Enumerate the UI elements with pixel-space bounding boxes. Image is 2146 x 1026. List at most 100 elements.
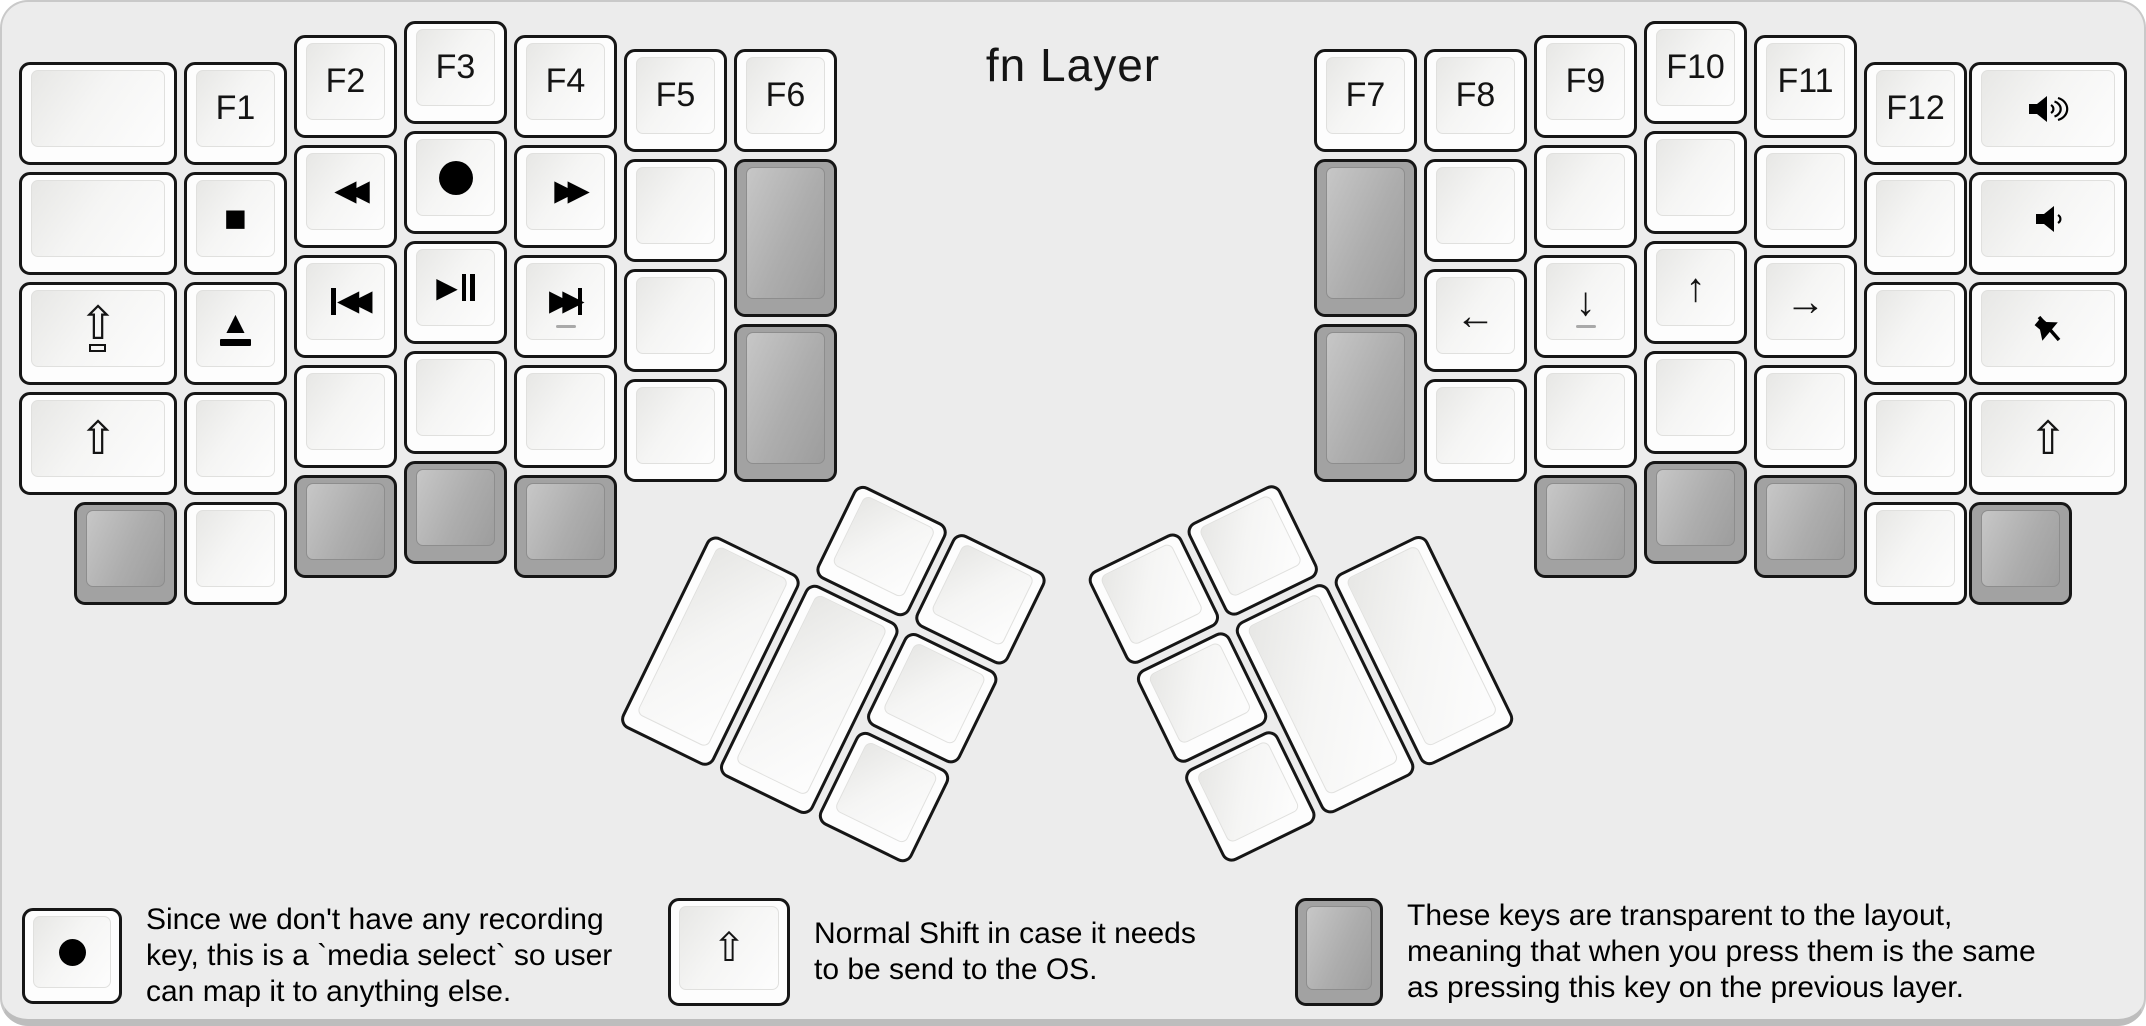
play-pause-icon: ▶ [436, 273, 475, 302]
key-blank [1864, 282, 1967, 385]
prev-track-icon: ◀◀ [331, 287, 372, 316]
key-blank [514, 365, 617, 468]
key-blank [184, 392, 287, 495]
fast-forward-icon: ▶▶ [554, 175, 589, 207]
key-f11: F11 [1754, 35, 1857, 138]
legend-key-sample [22, 908, 122, 1004]
key-blank [624, 159, 727, 262]
key-arrow-right: → [1754, 255, 1857, 358]
key-label: F6 [765, 76, 806, 114]
key-label: F7 [1345, 76, 1386, 114]
key-blank [1864, 502, 1967, 605]
key-next-track: ▶▶ [514, 255, 617, 358]
eject-icon: ▲ [220, 307, 251, 346]
key-prev-track: ◀◀ [294, 255, 397, 358]
key-label: F10 [1666, 48, 1725, 86]
key-f10: F10 [1644, 21, 1747, 124]
key-label: F4 [545, 62, 586, 100]
key-blank [19, 172, 177, 275]
key-volume-down [1969, 172, 2127, 275]
key-arrow-down: ↓ [1534, 255, 1637, 358]
key-transparent [1314, 159, 1417, 317]
key-record [404, 131, 507, 234]
key-f3: F3 [404, 21, 507, 124]
key-transparent [1534, 475, 1637, 578]
key-f1: F1 [184, 62, 287, 165]
left-thumb-cluster [614, 434, 1055, 875]
key-caps-lock: ⇧ [19, 282, 177, 385]
key-transparent [74, 502, 177, 605]
homing-dash [555, 324, 576, 328]
shift-icon: ⇧ [78, 412, 118, 465]
caps-lock-icon: ⇧ [79, 300, 117, 352]
arrow-down-icon: ↓ [1575, 279, 1596, 324]
key-rewind: ◀◀ [294, 145, 397, 248]
arrow-right-icon: → [1785, 279, 1826, 324]
legend-key-sample [1295, 898, 1383, 1006]
key-blank [1534, 365, 1637, 468]
key-blank [1864, 392, 1967, 495]
key-label: F3 [435, 48, 476, 86]
record-icon [58, 938, 86, 966]
record-icon [438, 160, 473, 195]
key-volume-up [1969, 62, 2127, 165]
key-fast-forward: ▶▶ [514, 145, 617, 248]
stop-icon: ■ [224, 197, 247, 240]
key-f6: F6 [734, 49, 837, 152]
key-blank [624, 269, 727, 372]
key-shift-right: ⇧ [1969, 392, 2127, 495]
key-transparent [1754, 475, 1857, 578]
legend-key-sample: ⇧ [668, 898, 790, 1006]
key-play-pause: ▶ [404, 241, 507, 344]
key-label: F11 [1777, 62, 1834, 100]
key-transparent [1644, 461, 1747, 564]
key-blank [1424, 159, 1527, 262]
key-transparent [1969, 502, 2072, 605]
layer-title: fn Layer [985, 39, 1161, 91]
next-track-icon: ▶▶ [549, 287, 584, 316]
key-blank [1644, 131, 1747, 234]
key-blank [1644, 351, 1747, 454]
key-f7: F7 [1314, 49, 1417, 152]
key-transparent [1314, 324, 1417, 482]
arrow-left-icon: ← [1455, 293, 1496, 338]
key-label: F9 [1565, 62, 1606, 100]
volume-up-icon [2029, 95, 2069, 122]
key-transparent [514, 475, 617, 578]
volume-down-icon [2036, 205, 2062, 232]
key-f9: F9 [1534, 35, 1637, 138]
key-blank [624, 379, 727, 482]
key-f2: F2 [294, 35, 397, 138]
shift-icon: ⇧ [712, 926, 746, 970]
key-blank [294, 365, 397, 468]
rewind-icon: ◀◀ [334, 175, 369, 207]
homing-dash [1575, 324, 1596, 328]
shift-icon: ⇧ [2028, 412, 2068, 465]
legend-item-transparent: These keys are transparent to the layout… [1295, 898, 2036, 1006]
key-transparent [734, 159, 837, 317]
key-f4: F4 [514, 35, 617, 138]
key-blank [19, 62, 177, 165]
key-stop: ■ [184, 172, 287, 275]
key-f12: F12 [1864, 62, 1967, 165]
key-label: F2 [325, 62, 366, 100]
arrow-up-icon: ↑ [1685, 265, 1706, 310]
key-shift-left: ⇧ [19, 392, 177, 495]
key-blank [1424, 379, 1527, 482]
key-f8: F8 [1424, 49, 1527, 152]
mute-icon [2034, 315, 2061, 341]
key-blank [1534, 145, 1637, 248]
key-blank [404, 351, 507, 454]
key-label: F1 [215, 89, 256, 127]
key-arrow-left: ← [1424, 269, 1527, 372]
key-eject: ▲ [184, 282, 287, 385]
right-thumb-cluster [1085, 430, 1526, 871]
key-arrow-up: ↑ [1644, 241, 1747, 344]
key-label: F8 [1455, 76, 1496, 114]
